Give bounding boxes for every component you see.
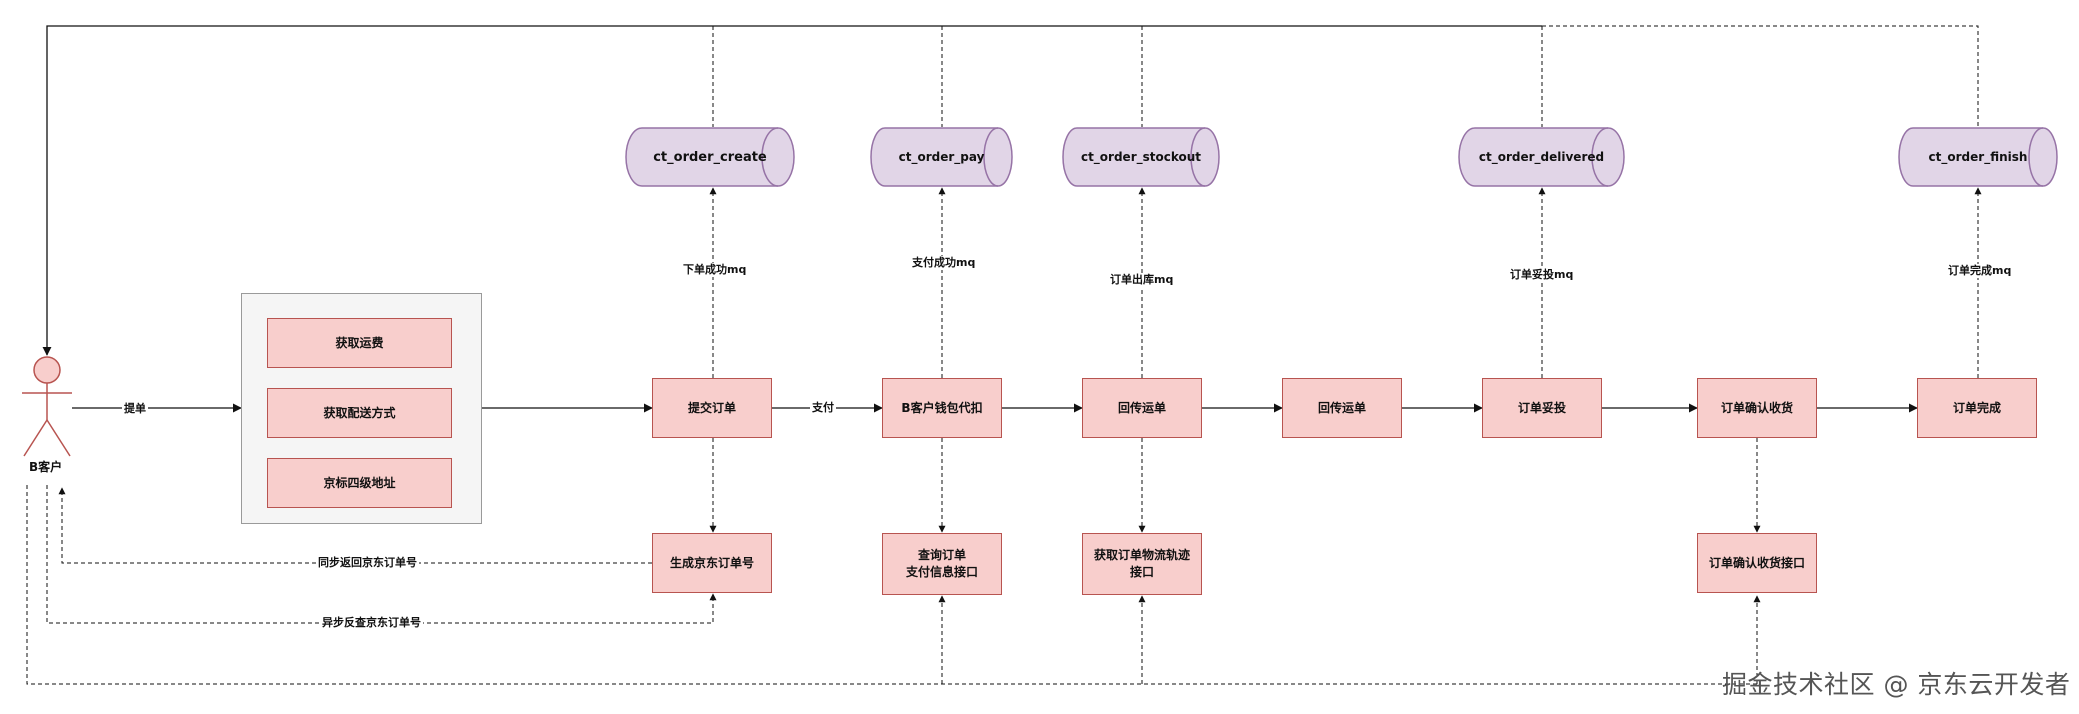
edge-feedback-dashed-top [1542, 25, 1979, 127]
topic-finish-label: ct_order_finish [1928, 150, 2028, 164]
get-freight-box: 获取运费 [267, 318, 452, 368]
topic-delivered-label: ct_order_delivered [1478, 150, 1605, 164]
return-waybill-box-1: 回传运单 [1082, 378, 1202, 438]
query-payment-box: 查询订单 支付信息接口 [882, 533, 1002, 595]
edge-label-mq-pay: 支付成功mq [910, 256, 978, 270]
wallet-deduct-box: B客户钱包代扣 [882, 378, 1002, 438]
edge-sync-return [58, 487, 652, 564]
edge-label-pay: 支付 [810, 401, 836, 415]
confirm-receipt-api-box: 订单确认收货接口 [1697, 533, 1817, 593]
order-delivered-box: 订单妥投 [1482, 378, 1602, 438]
submit-order-box: 提交订单 [652, 378, 772, 438]
topic-cylinder-stockout [1062, 127, 1220, 187]
confirm-receipt-box: 订单确认收货 [1697, 378, 1817, 438]
actor-figure [22, 356, 72, 457]
edge-label-mq-stockout: 订单出库mq [1108, 273, 1176, 287]
edge-label-mq-finish: 订单完成mq [1946, 264, 2014, 278]
edge-label-place-order: 提单 [122, 402, 148, 416]
topic-pay-label: ct_order_pay [898, 150, 985, 164]
topic-cylinder-finish [1898, 127, 2058, 187]
order-finish-box: 订单完成 [1917, 378, 2037, 438]
generate-jd-order-no-box: 生成京东订单号 [652, 533, 772, 593]
actor-label: B客户 [29, 460, 63, 474]
watermark: 掘金技术社区 @ 京东云开发者 [1722, 670, 2071, 699]
topic-cylinder-pay [870, 127, 1013, 187]
get-logistics-box: 获取订单物流轨迹 接口 [1082, 533, 1202, 595]
get-delivery-method-box: 获取配送方式 [267, 388, 452, 438]
topic-cylinder-delivered [1458, 127, 1625, 187]
edge-label-mq-create: 下单成功mq [681, 263, 749, 277]
topic-create-label: ct_order_create [653, 149, 767, 165]
topic-stockout-label: ct_order_stockout [1080, 150, 1202, 164]
edge-bottom-query [26, 485, 1757, 685]
edge-label-async-query: 异步反查京东订单号 [320, 616, 423, 630]
jd-address-box: 京标四级地址 [267, 458, 452, 508]
edge-label-mq-delivered: 订单妥投mq [1508, 268, 1576, 282]
topic-cylinder-create [625, 127, 795, 187]
edge-feedback-solid [42, 25, 1542, 356]
return-waybill-box-2: 回传运单 [1282, 378, 1402, 438]
edge-label-sync-return: 同步返回京东订单号 [316, 556, 419, 570]
